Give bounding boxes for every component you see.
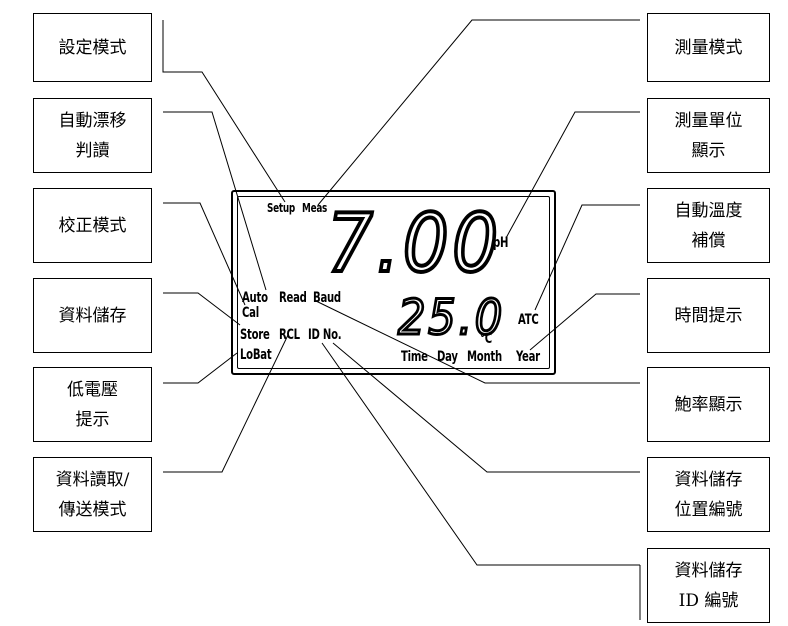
lcd-id-no: ID No. bbox=[308, 327, 342, 343]
lcd-store: Store bbox=[240, 327, 270, 343]
box-measure-unit: 測量單位 顯示 bbox=[647, 98, 770, 173]
leader-time bbox=[529, 293, 640, 351]
box-low-voltage: 低電壓 提示 bbox=[33, 367, 152, 442]
lcd-day: Day bbox=[437, 349, 458, 365]
box-auto-drift: 自動漂移 判讀 bbox=[33, 98, 152, 173]
box-measure-mode: 測量模式 bbox=[647, 13, 770, 82]
leader-lobat bbox=[163, 352, 238, 384]
lcd-cal: Cal bbox=[242, 305, 259, 321]
leader-baud bbox=[315, 300, 640, 384]
lcd-time: Time bbox=[401, 349, 428, 365]
label-storage-position: 資料儲存 位置編號 bbox=[674, 469, 743, 520]
box-calibration-mode: 校正模式 bbox=[33, 188, 152, 263]
label-atc: 自動溫度 補償 bbox=[674, 200, 743, 251]
leader-auto-drift bbox=[163, 111, 267, 291]
leader-store bbox=[163, 292, 241, 326]
label-measure-unit: 測量單位 顯示 bbox=[674, 110, 743, 161]
lcd-temp-unit: °C bbox=[480, 331, 492, 347]
lcd-setup: Setup bbox=[267, 201, 296, 215]
box-storage-position: 資料儲存 位置編號 bbox=[647, 457, 770, 532]
label-storage-id: 資料儲存 ID 編號 bbox=[674, 560, 743, 611]
lcd-meas: Meas bbox=[302, 201, 328, 215]
lcd-rcl: RCL bbox=[279, 327, 300, 343]
lcd-read: Read bbox=[279, 290, 307, 306]
label-auto-drift: 自動漂移 判讀 bbox=[58, 110, 127, 161]
leader-meas bbox=[317, 19, 640, 206]
box-setup-mode: 設定模式 bbox=[33, 13, 152, 82]
leader-atc bbox=[534, 204, 640, 311]
label-measure-mode: 測量模式 bbox=[674, 37, 743, 58]
lcd-main-value: 7.00 bbox=[325, 197, 502, 290]
lcd-atc: ATC bbox=[518, 312, 539, 328]
label-calibration-mode: 校正模式 bbox=[58, 215, 127, 236]
lcd-month: Month bbox=[467, 349, 502, 365]
label-data-storage: 資料儲存 bbox=[58, 305, 127, 326]
leader-storage-pos bbox=[332, 342, 640, 473]
lcd-baud: Baud bbox=[313, 290, 341, 306]
leader-calibration bbox=[163, 202, 246, 306]
box-data-storage: 資料儲存 bbox=[33, 278, 152, 353]
lcd-auto: Auto bbox=[242, 290, 268, 306]
box-baud-rate: 鮑率顯示 bbox=[647, 367, 770, 442]
label-setup-mode: 設定模式 bbox=[58, 37, 127, 58]
box-time-hint: 時間提示 bbox=[647, 278, 770, 353]
lcd-unit-ph: pH bbox=[493, 235, 509, 251]
lcd-inner-frame bbox=[237, 196, 550, 369]
leader-rcl bbox=[163, 334, 289, 473]
label-time-hint: 時間提示 bbox=[674, 305, 743, 326]
label-low-voltage: 低電壓 提示 bbox=[67, 379, 118, 430]
box-storage-id: 資料儲存 ID 編號 bbox=[647, 548, 770, 623]
lcd-display bbox=[231, 190, 556, 375]
lcd-temp-value: 25.0 bbox=[397, 290, 505, 346]
leader-setup bbox=[162, 20, 286, 203]
leader-storage-id bbox=[321, 342, 640, 566]
box-data-read-transfer: 資料讀取/ 傳送模式 bbox=[33, 457, 152, 532]
label-data-read-transfer: 資料讀取/ 傳送模式 bbox=[55, 469, 130, 520]
box-atc: 自動溫度 補償 bbox=[647, 188, 770, 263]
label-baud-rate: 鮑率顯示 bbox=[674, 394, 743, 415]
lcd-year: Year bbox=[516, 349, 540, 365]
lcd-lobat: LoBat bbox=[240, 347, 272, 363]
